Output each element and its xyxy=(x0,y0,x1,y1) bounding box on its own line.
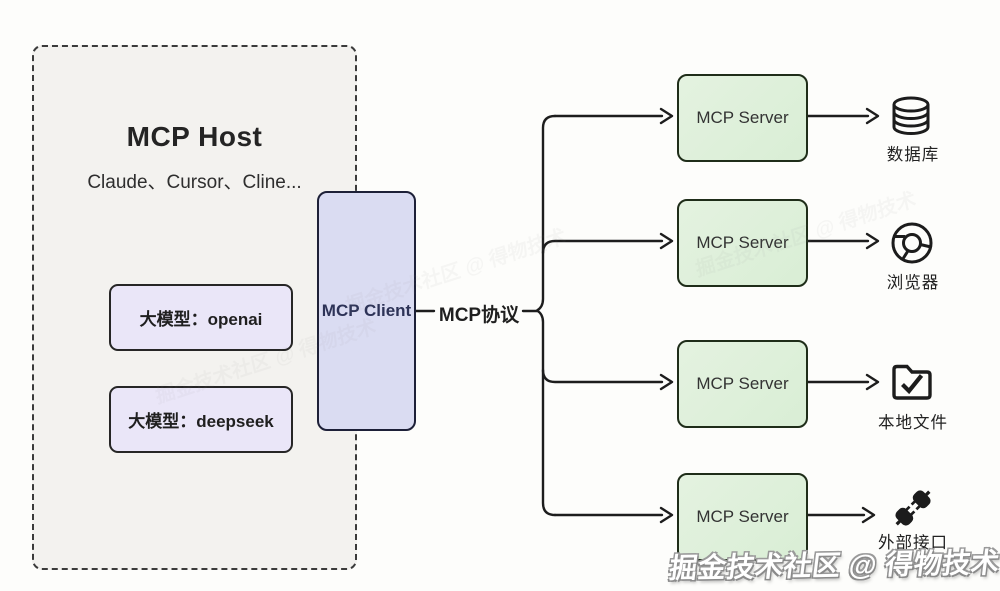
browser-icon xyxy=(888,219,936,267)
local-file-icon xyxy=(888,357,936,405)
local-file-label: 本地文件 xyxy=(878,414,948,432)
wire-row-3 xyxy=(541,368,674,391)
mcp-host-subtitle: Claude、Cursor、Cline... xyxy=(87,172,302,193)
arrow-server-4-to-api xyxy=(804,506,876,524)
wire-row-4 xyxy=(553,506,674,524)
external-api-label: 外部接口 xyxy=(878,534,948,552)
external-api-icon xyxy=(888,483,938,533)
arrow-server-2-to-browser xyxy=(804,232,880,250)
mcp-host-container: MCP Host Claude、Cursor、Cline... 大模型：open… xyxy=(32,45,357,570)
database-icon xyxy=(887,94,935,142)
database-label: 数据库 xyxy=(886,146,940,164)
mcp-server-box-2: MCP Server xyxy=(677,199,808,287)
wire-row-2 xyxy=(541,232,674,255)
mcp-server-box-1: MCP Server xyxy=(677,74,808,162)
model-box-deepseek: 大模型：deepseek xyxy=(109,386,293,453)
browser-label: 浏览器 xyxy=(886,274,940,292)
mcp-protocol-label: MCP协议 xyxy=(438,305,520,326)
mcp-host-title: MCP Host xyxy=(126,121,263,152)
model-box-openai: 大模型：openai xyxy=(109,284,293,351)
mcp-client-box: MCP Client xyxy=(317,191,416,431)
arrow-server-3-to-file xyxy=(804,373,880,391)
wire-row-1 xyxy=(553,107,674,125)
site-watermark: 掘金技术社区 @ 得物技术 xyxy=(667,547,1000,584)
mcp-server-box-3: MCP Server xyxy=(677,340,808,428)
arrow-server-1-to-database xyxy=(804,107,880,125)
mcp-server-box-4: MCP Server xyxy=(677,473,808,561)
brace-trunk xyxy=(535,114,557,517)
